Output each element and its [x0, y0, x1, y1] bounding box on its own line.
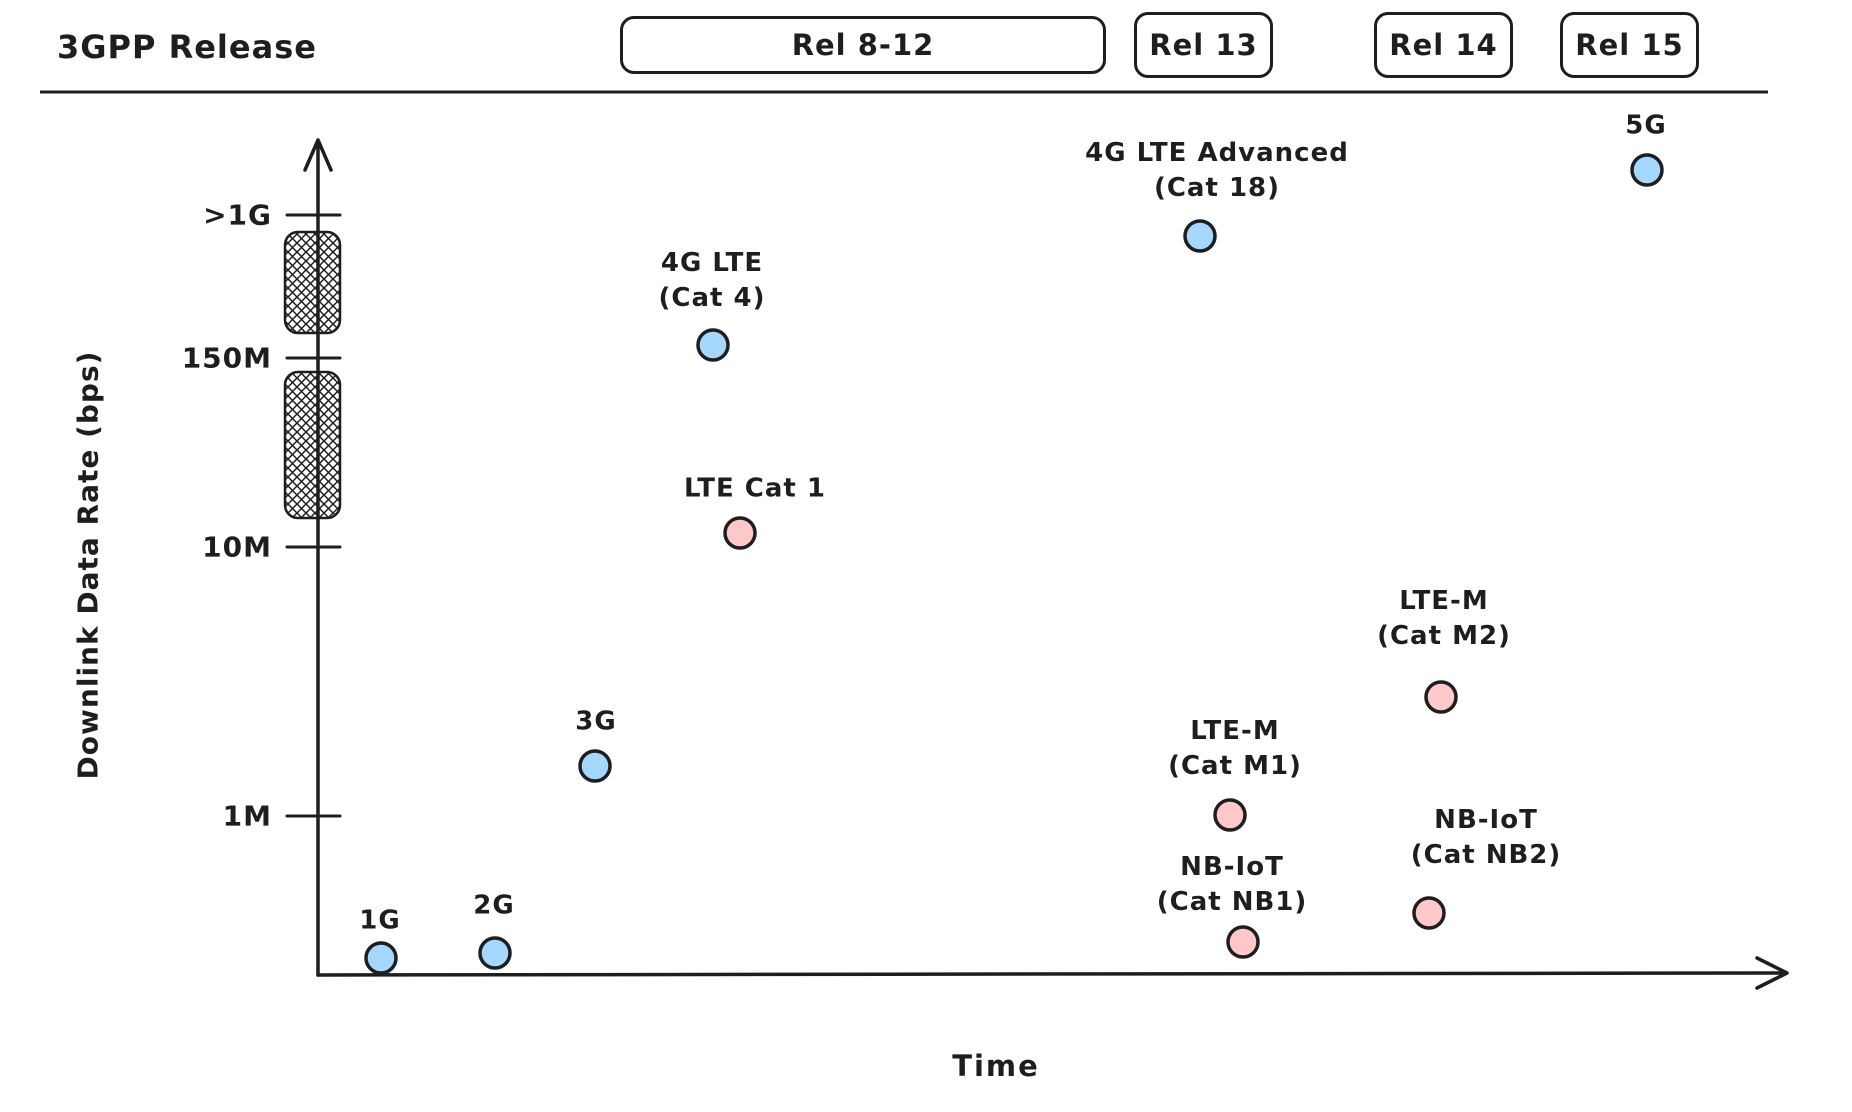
point-label-nb-iot-cat-nb2: NB-IoT (Cat NB2): [1410, 804, 1562, 870]
point-label-4g-lte-cat-4: 4G LTE (Cat 4): [658, 247, 766, 313]
point-label-nb-iot-cat-nb1: NB-IoT (Cat NB1): [1156, 851, 1308, 917]
data-point-lte-m-cat-m1: [1213, 798, 1247, 832]
release-box-rel-15: Rel 15: [1560, 12, 1699, 78]
x-axis-arrowhead-icon: [1755, 956, 1789, 990]
y-axis-arrowhead-icon: [303, 138, 333, 172]
release-box-rel-8-12: Rel 8-12: [620, 16, 1106, 74]
point-label-4g-lte-advanced-cat-18: 4G LTE Advanced (Cat 18): [1085, 137, 1349, 203]
point-label-1g: 1G: [359, 905, 401, 936]
y-tick-label-2: 10M: [202, 530, 272, 564]
point-label-lte-m-cat-m2: LTE-M (Cat M2): [1377, 585, 1511, 651]
point-label-5g: 5G: [1625, 110, 1667, 141]
point-label-lte-m-cat-m1: LTE-M (Cat M1): [1168, 715, 1302, 781]
page-title: 3GPP Release: [57, 28, 317, 66]
data-point-lte-cat-1: [723, 516, 757, 550]
y-axis-title: Downlink Data Rate (bps): [71, 350, 105, 780]
release-box-label: Rel 13: [1149, 28, 1258, 62]
release-box-label: Rel 15: [1575, 28, 1684, 62]
data-point-nb-iot-cat-nb2: [1412, 896, 1446, 930]
data-point-2g: [478, 936, 512, 970]
release-box-label: Rel 14: [1389, 28, 1498, 62]
y-axis-break-0: [283, 230, 342, 335]
x-axis-line: [316, 971, 1783, 977]
data-point-4g-lte-advanced-cat-18: [1183, 219, 1217, 253]
point-label-2g: 2G: [473, 890, 515, 921]
point-label-lte-cat-1: LTE Cat 1: [683, 473, 827, 504]
y-tick-label-0: >1G: [203, 198, 272, 232]
release-box-rel-14: Rel 14: [1374, 12, 1513, 78]
data-point-lte-m-cat-m2: [1424, 680, 1458, 714]
y-tick-label-3: 1M: [222, 799, 272, 833]
data-point-nb-iot-cat-nb1: [1226, 925, 1260, 959]
data-point-4g-lte-cat-4: [696, 328, 730, 362]
point-label-3g: 3G: [575, 706, 617, 737]
data-point-3g: [578, 749, 612, 783]
y-tick-label-1: 150M: [181, 341, 272, 375]
release-box-rel-13: Rel 13: [1134, 12, 1273, 78]
release-box-label: Rel 8-12: [791, 28, 935, 62]
x-axis-title: Time: [952, 1049, 1040, 1083]
y-axis-break-1: [283, 370, 342, 520]
data-point-5g: [1630, 153, 1664, 187]
data-point-1g: [364, 941, 398, 975]
